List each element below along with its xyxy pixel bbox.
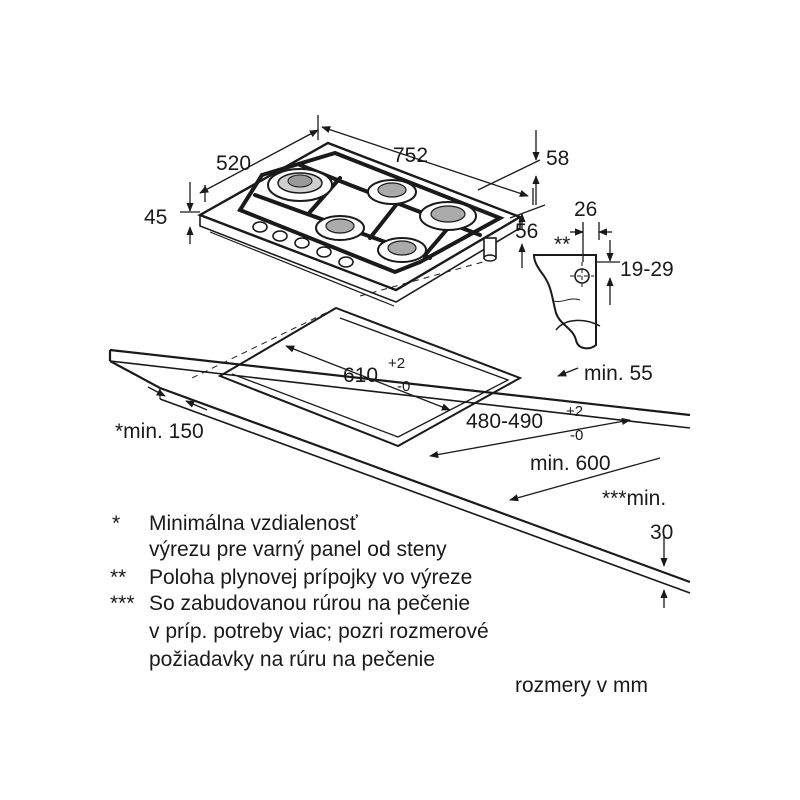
- gas-pipe: [483, 237, 497, 262]
- dimension-lines: [147, 115, 668, 608]
- dim-cutout-width-tol-minus: -0: [397, 378, 410, 395]
- dim-gas-offset-h: 56: [515, 220, 538, 243]
- dim-cutout-depth: 480-490: [466, 410, 543, 433]
- note-1-line-2: výrezu pre varný panel od steny: [149, 538, 447, 561]
- dim-gas-height: 19-29: [620, 258, 674, 281]
- dim-depth: 520: [216, 152, 251, 175]
- dim-gas-marker: **: [554, 233, 570, 256]
- dim-min-worktop-thickness: min. 55: [584, 362, 653, 385]
- dim-cutout-width-tol-plus: +2: [388, 355, 405, 372]
- burner-wok: [267, 168, 333, 202]
- note-1-line-1: Minimálna vzdialenosť: [149, 512, 359, 535]
- burner-front-right: [377, 237, 427, 263]
- dim-cutout-depth-tol-plus: +2: [566, 403, 583, 420]
- burner-rear-right: [419, 201, 477, 231]
- notes: * Minimálna vzdialenosť výrezu pre varný…: [110, 512, 489, 671]
- dim-cutout-width: 610: [343, 364, 378, 387]
- dim-width: 752: [393, 144, 428, 167]
- note-3-line-2: v príp. potreby viac; pozri rozmerové: [149, 620, 489, 643]
- units-note: rozmery v mm: [515, 674, 648, 697]
- note-1-marker: *: [112, 512, 120, 535]
- burner-rear-middle: [367, 179, 417, 205]
- note-2-marker: **: [110, 566, 126, 589]
- dim-height-top: 58: [546, 147, 569, 170]
- note-2-line-1: Poloha plynovej prípojky vo výreze: [149, 566, 472, 589]
- dim-gas-offset-w: 26: [574, 198, 597, 221]
- control-knobs: [252, 221, 354, 268]
- dim-height-front: 45: [144, 206, 167, 229]
- dim-min-wall: *min. 150: [115, 420, 204, 443]
- gas-connection-detail: [532, 254, 601, 350]
- dim-min-oven-label: ***min.: [602, 487, 666, 510]
- dim-min-oven-value: 30: [650, 521, 673, 544]
- burner-front-left: [315, 215, 365, 241]
- note-3-line-3: požiadavky na rúru na pečenie: [149, 648, 435, 671]
- note-3-line-1: So zabudovanou rúrou na pečenie: [149, 592, 470, 615]
- dim-cutout-depth-tol-minus: -0: [570, 427, 583, 444]
- dim-min-worktop-depth: min. 600: [530, 452, 611, 475]
- note-3-marker: ***: [110, 592, 135, 615]
